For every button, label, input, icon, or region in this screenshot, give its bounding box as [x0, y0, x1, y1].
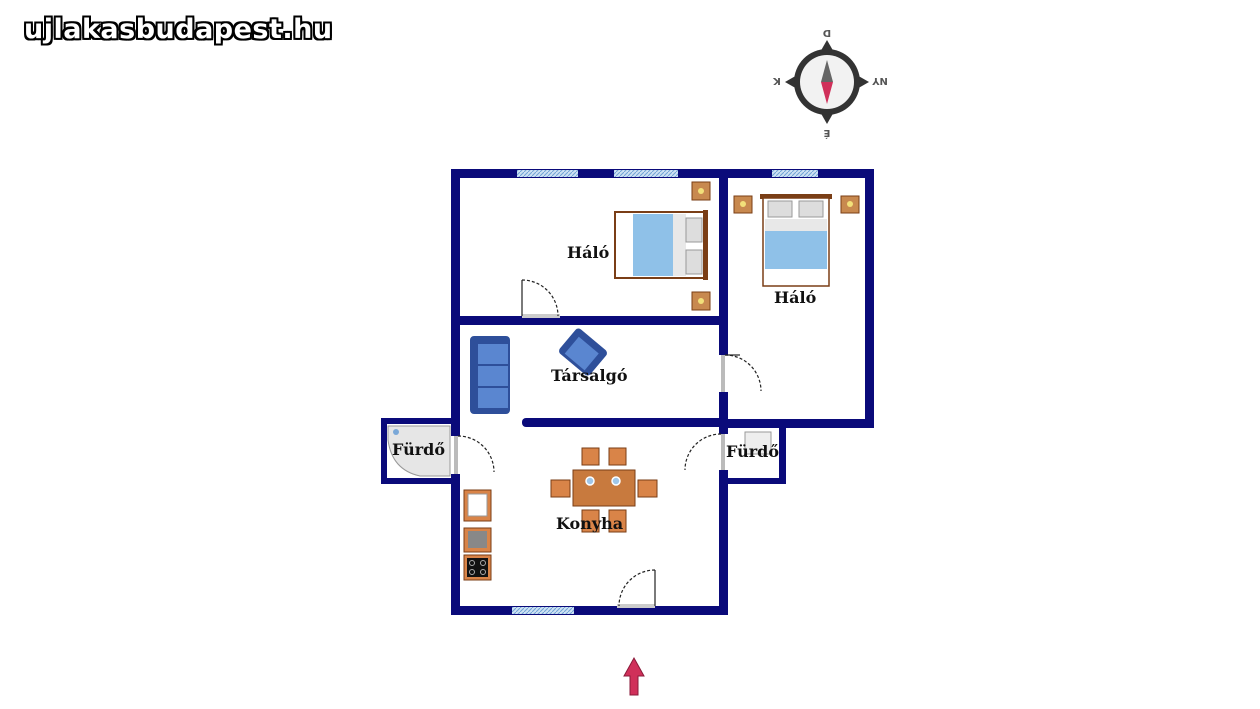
sink-icon	[463, 489, 492, 522]
bathtub-icon	[387, 425, 451, 477]
room-label-furdo-2: Fürdő	[726, 442, 779, 461]
door-icon	[457, 279, 762, 608]
nightstand-icon	[733, 195, 860, 214]
sofa-icon	[470, 336, 510, 414]
chair-icon	[550, 447, 658, 533]
bed-icon	[614, 210, 708, 280]
room-label-konyha: Konyha	[556, 514, 623, 533]
nightstand-icon	[691, 181, 711, 311]
room-label-halo-1: Háló	[567, 243, 610, 262]
room-label-furdo-1: Fürdő	[392, 440, 445, 459]
table-icon	[572, 469, 636, 507]
compass-east: K	[772, 75, 781, 86]
room-label-tarsalgo: Társalgó	[551, 366, 628, 385]
window-icon	[512, 170, 818, 614]
site-logo: ujlakasbudapest.hu	[24, 14, 333, 45]
compass-west: NY	[871, 75, 887, 86]
sink-icon	[744, 431, 772, 455]
compass-north: É	[823, 127, 830, 140]
stove-icon	[463, 527, 492, 581]
compass-icon: D É K NY	[772, 27, 888, 140]
room-label-halo-2: Háló	[774, 288, 817, 307]
entrance-arrow-icon	[623, 656, 645, 696]
bed-icon	[760, 194, 832, 287]
armchair-icon	[559, 328, 607, 376]
compass-south: D	[823, 27, 831, 38]
